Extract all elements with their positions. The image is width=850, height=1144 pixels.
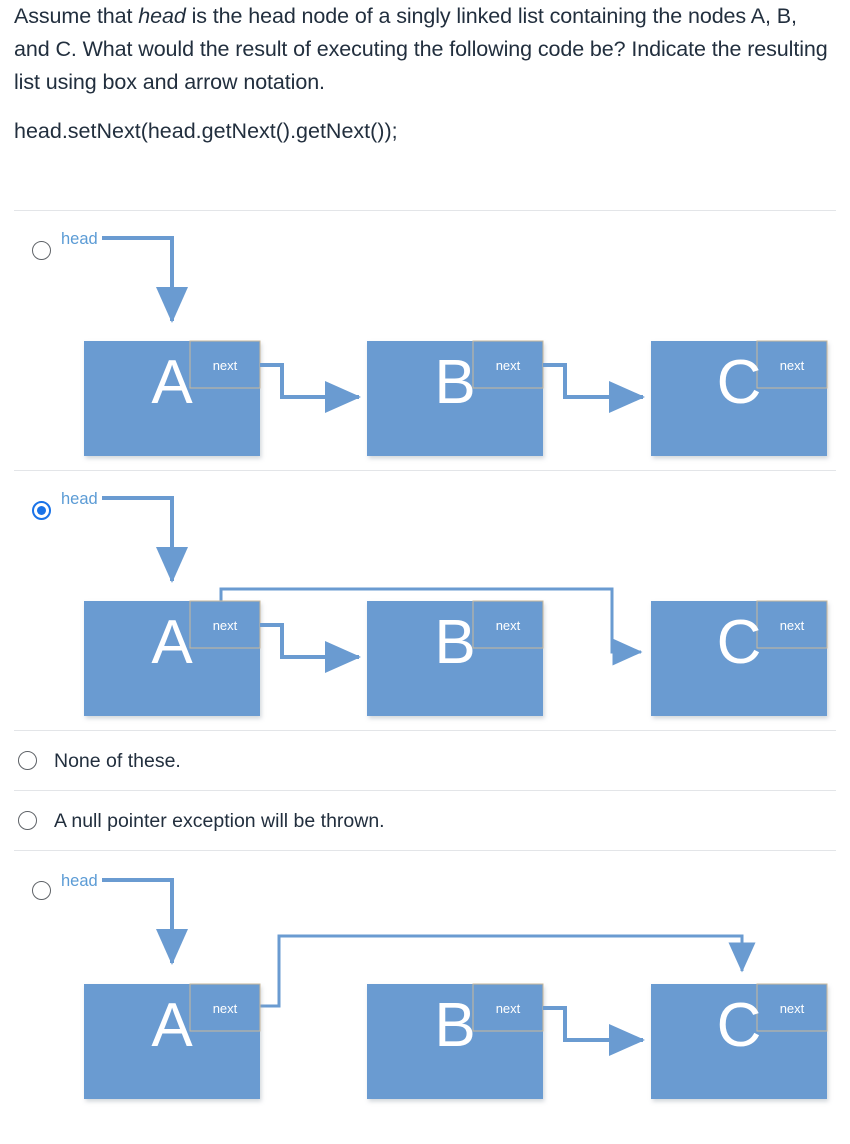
node-next-label-b-5: next — [496, 1001, 521, 1016]
head-arrow-1 — [102, 236, 188, 323]
node-next-label-a-2: next — [213, 618, 238, 633]
node-a-2: A next — [84, 600, 261, 716]
question-code-line: head.setNext(head.getNext().getNext()); — [14, 119, 398, 143]
node-letter-b-5: B — [434, 991, 475, 1060]
node-letter-b-2: B — [434, 608, 475, 677]
node-letter-a-1: A — [151, 348, 193, 417]
node-letter-a-2: A — [151, 608, 193, 677]
node-next-label-c-1: next — [780, 358, 805, 373]
node-letter-b-1: B — [434, 348, 475, 417]
node-next-label-b-2: next — [496, 618, 521, 633]
node-next-label-a-5: next — [213, 1001, 238, 1016]
node-c-5: C next — [651, 983, 828, 1099]
node-c-1: C next — [651, 340, 828, 456]
question-text: Assume that head is the head node of a s… — [14, 0, 838, 99]
node-next-label-c-2: next — [780, 618, 805, 633]
head-arrow-5 — [102, 878, 188, 965]
diagram-option-1: head A next B next — [14, 211, 850, 470]
link-a-to-b-1 — [260, 363, 361, 413]
link-a-overhead-to-c-5 — [260, 934, 756, 1008]
option-row-2[interactable]: head A next B next — [14, 470, 836, 730]
node-b-5: B next — [367, 983, 544, 1099]
options-list: head A next B next — [0, 210, 850, 1139]
option-row-3[interactable]: None of these. — [14, 730, 836, 790]
node-next-label-b-1: next — [496, 358, 521, 373]
node-a-1: A next — [84, 340, 261, 456]
question-block: Assume that head is the head node of a s… — [14, 0, 838, 148]
head-arrow-2 — [102, 496, 188, 583]
link-b-to-c-5 — [543, 1006, 645, 1056]
radio-option-5[interactable] — [32, 881, 51, 900]
option-label-4: A null pointer exception will be thrown. — [54, 809, 385, 832]
question-italic-word: head — [138, 4, 186, 28]
radio-option-1[interactable] — [32, 241, 51, 260]
head-label-5: head — [61, 872, 98, 890]
node-next-label-c-5: next — [780, 1001, 805, 1016]
node-letter-c-1: C — [717, 348, 762, 417]
radio-option-3[interactable] — [18, 751, 37, 770]
link-b-to-c-1 — [543, 363, 645, 413]
radio-option-4[interactable] — [18, 811, 37, 830]
question-text-part1: Assume that — [14, 4, 139, 28]
node-b-1: B next — [367, 340, 544, 456]
node-a-5: A next — [84, 983, 261, 1099]
question-text-part2: is the head node of a singly linked list… — [14, 4, 828, 94]
head-label-1: head — [61, 230, 98, 248]
node-next-label-a-1: next — [213, 358, 238, 373]
link-a-to-b-2 — [260, 623, 361, 673]
node-b-2: B next — [367, 600, 544, 716]
diagram-option-5: head A next B next — [14, 851, 850, 1139]
node-letter-a-5: A — [151, 991, 193, 1060]
option-row-5[interactable]: head A next B next — [14, 850, 836, 1139]
radio-option-2[interactable] — [32, 501, 51, 520]
head-label-2: head — [61, 490, 98, 508]
node-letter-c-5: C — [717, 991, 762, 1060]
option-row-4[interactable]: A null pointer exception will be thrown. — [14, 790, 836, 850]
node-c-2: C next — [651, 600, 828, 716]
option-label-3: None of these. — [54, 749, 181, 772]
link-a-overhead-to-c-2 — [219, 587, 643, 666]
node-letter-c-2: C — [717, 608, 762, 677]
option-row-1[interactable]: head A next B next — [14, 210, 836, 470]
diagram-option-2: head A next B next — [14, 471, 850, 730]
